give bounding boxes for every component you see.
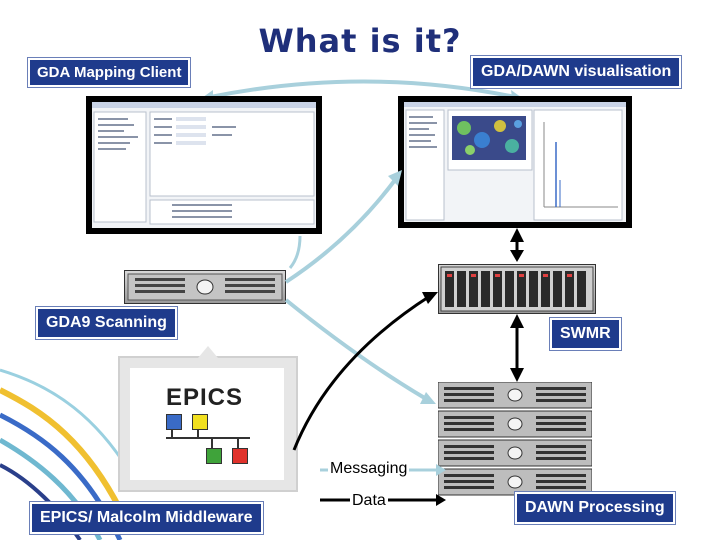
data-label: Data [350, 492, 388, 510]
gda9-server-icon [124, 270, 286, 304]
swmr-label: SWMR [550, 318, 621, 350]
epics-logo-text: EPICS [166, 384, 244, 411]
page-title: What is it? [258, 22, 462, 60]
epics-middleware-box: EPICS [118, 346, 298, 492]
epics-network-icon [166, 428, 250, 448]
epics-square-yellow [192, 414, 208, 430]
dawn-visualisation-screen [404, 102, 626, 222]
storage-array-icon [438, 264, 596, 314]
epics-square-red [232, 448, 248, 464]
dawn-visualisation-ui-icon [404, 102, 626, 221]
mapping-client-monitor [86, 96, 322, 234]
processing-server-stack-icon [437, 381, 593, 498]
gda9-scanning-label: GDA9 Scanning [36, 307, 177, 339]
dawn-visualisation-label: GDA/DAWN visualisation [471, 56, 682, 88]
dawn-processing-label: DAWN Processing [515, 492, 675, 524]
epics-middleware-label: EPICS/ Malcolm Middleware [30, 502, 263, 534]
mapping-client-ui-icon [92, 102, 316, 225]
dawn-visualisation-monitor [398, 96, 632, 228]
messaging-label: Messaging [328, 460, 410, 478]
epics-box-pointer [198, 346, 218, 358]
epics-square-green [206, 448, 222, 464]
epics-square-blue [166, 414, 182, 430]
mapping-client-screen [92, 102, 316, 228]
mapping-client-label: GDA Mapping Client [28, 58, 191, 87]
